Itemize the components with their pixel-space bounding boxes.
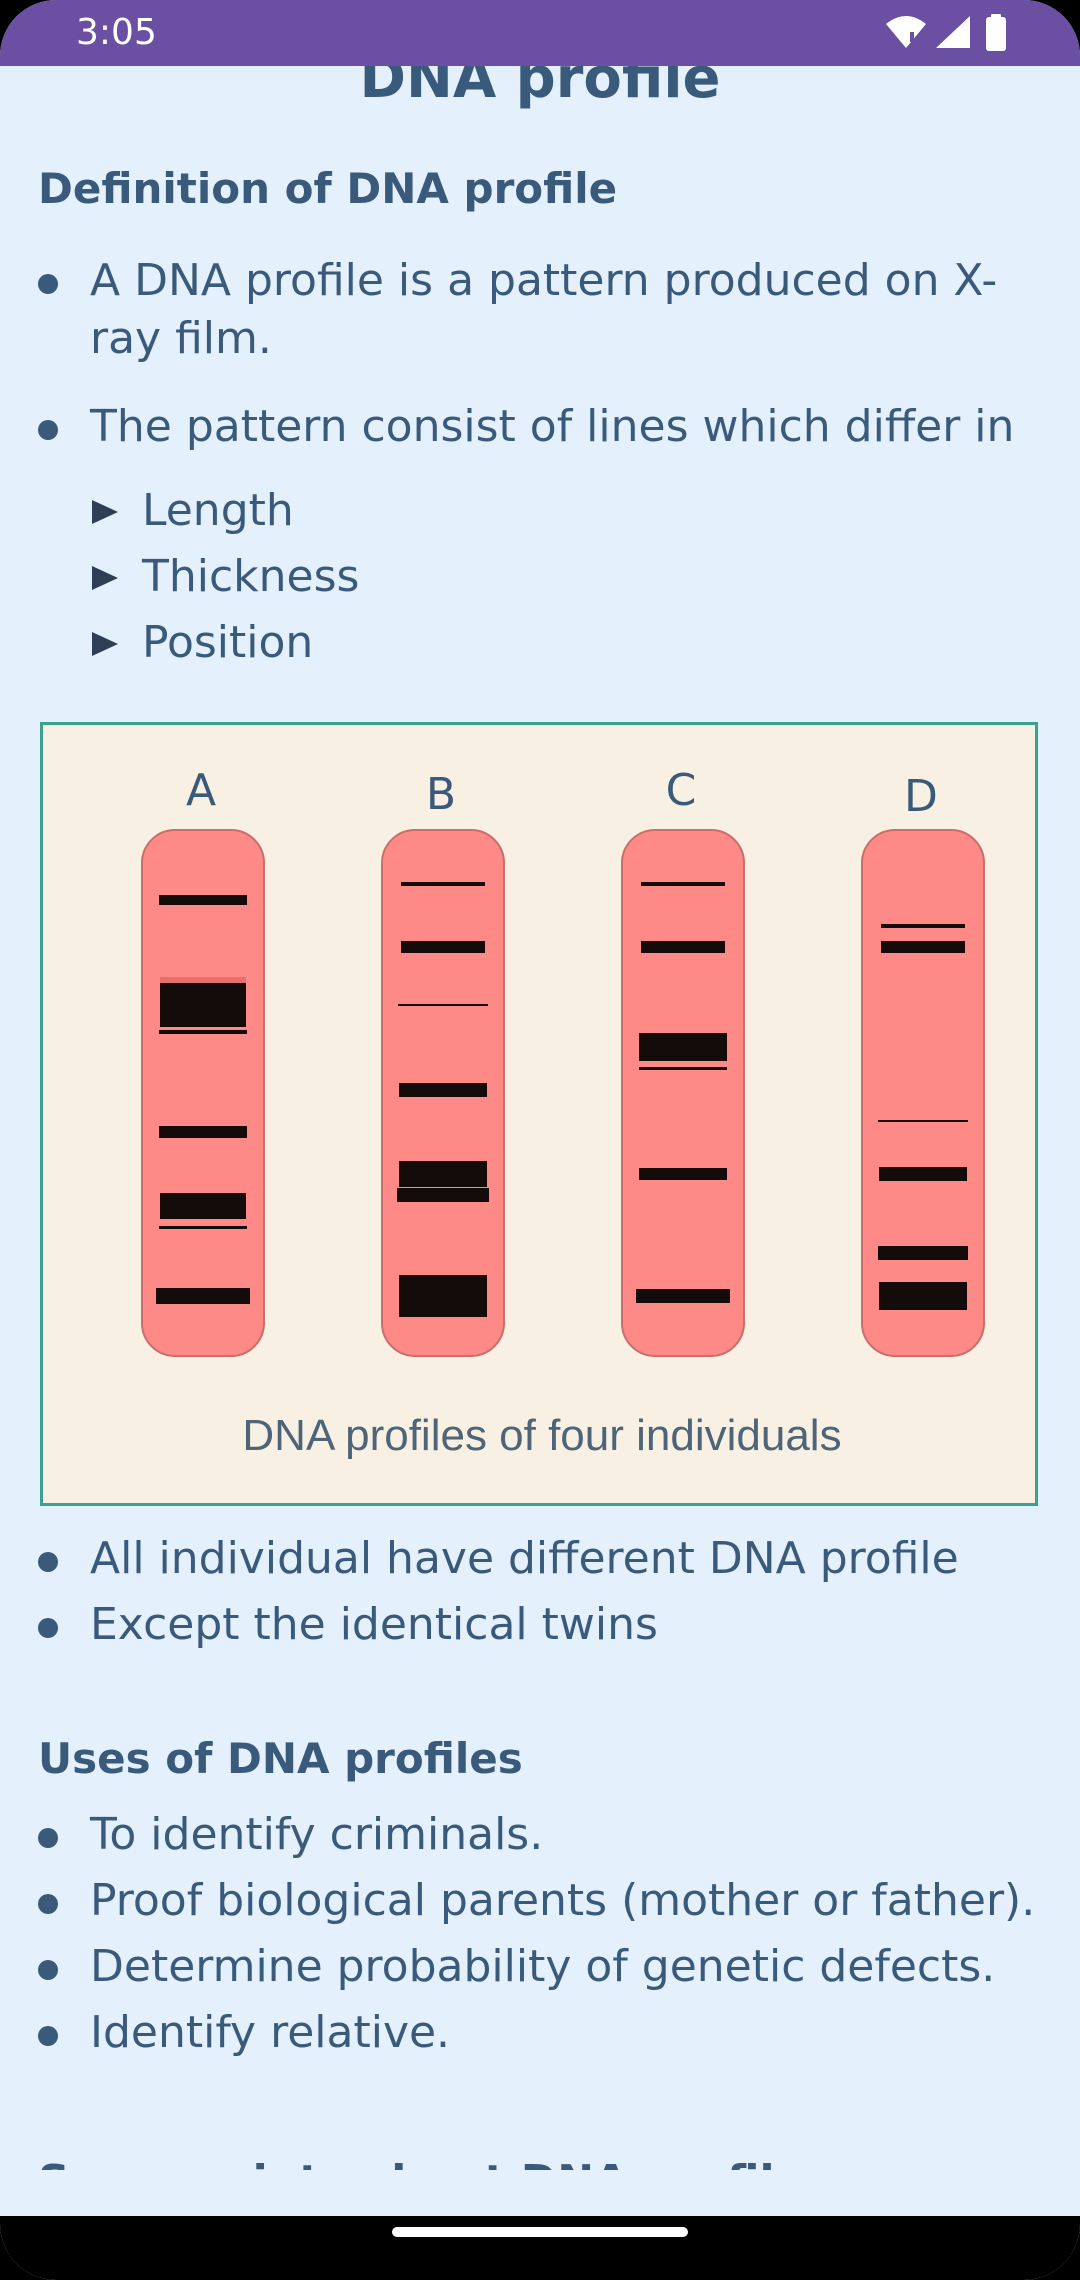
dna-band bbox=[636, 1288, 730, 1303]
home-handle[interactable] bbox=[392, 2227, 688, 2237]
bullet-text: To identify criminals. bbox=[90, 1809, 544, 1860]
bullet-dot bbox=[38, 420, 58, 440]
bullet-text: Determine probability of genetic defects… bbox=[90, 1941, 996, 1992]
bullet-dot bbox=[38, 274, 58, 294]
dna-band bbox=[159, 1029, 247, 1034]
bullet-text: Except the identical twins bbox=[90, 1599, 658, 1650]
dna-band bbox=[156, 1287, 250, 1304]
uses-bullet: Identify relative. bbox=[38, 2004, 1078, 2062]
dna-lane-a bbox=[141, 829, 265, 1357]
dna-band bbox=[160, 1192, 246, 1219]
bullet-dot bbox=[38, 2026, 58, 2046]
sub-item: Thickness bbox=[92, 548, 359, 606]
dna-band bbox=[160, 983, 246, 1028]
dna-band bbox=[881, 941, 965, 954]
dna-band bbox=[399, 1274, 487, 1317]
signal-icon bbox=[936, 16, 970, 48]
definition-bullet: A DNA profile is a pattern produced on X… bbox=[38, 252, 1038, 368]
status-time: 3:05 bbox=[76, 12, 157, 53]
uses-bullet: Proof biological parents (mother or fath… bbox=[38, 1872, 1078, 1930]
lane-label-a: A bbox=[185, 765, 217, 816]
lane-label-b: B bbox=[425, 769, 457, 820]
bullet-dot bbox=[38, 1960, 58, 1980]
dna-band bbox=[399, 1161, 487, 1188]
dna-band bbox=[641, 881, 725, 886]
definition-heading: Definition of DNA profile bbox=[38, 164, 618, 213]
sub-item-text: Length bbox=[142, 485, 294, 536]
sub-item: Position bbox=[92, 614, 313, 672]
arrow-icon bbox=[92, 566, 118, 590]
dna-band bbox=[397, 1188, 489, 1203]
sub-item-text: Thickness bbox=[142, 551, 360, 602]
profile-bullet: All individual have different DNA profil… bbox=[38, 1530, 1078, 1588]
definition-bullet: The pattern consist of lines which diffe… bbox=[38, 398, 1078, 456]
dna-band bbox=[159, 1225, 247, 1229]
navigation-bar bbox=[0, 2216, 1080, 2280]
dna-band bbox=[878, 1246, 968, 1261]
dna-band bbox=[878, 1120, 968, 1123]
dna-lane-c bbox=[621, 829, 745, 1357]
dna-band bbox=[639, 1067, 727, 1071]
bullet-text: The pattern consist of lines which diffe… bbox=[90, 401, 1015, 452]
lane-label-d: D bbox=[904, 771, 938, 822]
dna-lane-d bbox=[861, 829, 985, 1357]
bullet-text: Identify relative. bbox=[90, 2007, 451, 2058]
dna-lane-b bbox=[381, 829, 505, 1357]
dna-band bbox=[159, 894, 247, 905]
dna-band bbox=[879, 1167, 967, 1182]
dna-band bbox=[159, 1125, 247, 1138]
sub-item: Length bbox=[92, 482, 294, 540]
battery-icon bbox=[986, 14, 1006, 51]
uses-bullet: Determine probability of genetic defects… bbox=[38, 1938, 1078, 1996]
bullet-dot bbox=[38, 1894, 58, 1914]
bullet-text: All individual have different DNA profil… bbox=[90, 1533, 959, 1584]
bullet-dot bbox=[38, 1828, 58, 1848]
uses-bullet: To identify criminals. bbox=[38, 1806, 1078, 1864]
wifi-icon bbox=[886, 16, 926, 48]
dna-band bbox=[639, 1168, 727, 1181]
status-bar: 3:05 bbox=[0, 0, 1080, 66]
points-heading: Some points about DNA profiles bbox=[38, 2156, 831, 2170]
dna-band bbox=[639, 1033, 727, 1062]
content-scroll[interactable]: DNA profile Definition of DNA profile A … bbox=[0, 66, 1080, 2170]
dna-band bbox=[881, 924, 965, 929]
bullet-text: A DNA profile is a pattern produced on X… bbox=[90, 255, 998, 364]
bullet-dot bbox=[38, 1552, 58, 1572]
figure-caption: DNA profiles of four individuals bbox=[242, 1411, 842, 1460]
lane-label-c: C bbox=[665, 765, 697, 816]
bullet-text: Proof biological parents (mother or fath… bbox=[90, 1875, 1036, 1926]
dna-band bbox=[399, 1082, 487, 1097]
dna-band bbox=[879, 1281, 967, 1310]
arrow-icon bbox=[92, 500, 118, 524]
page-title: DNA profile bbox=[359, 66, 721, 111]
dna-band bbox=[401, 881, 485, 886]
dna-band bbox=[641, 941, 725, 954]
dna-band bbox=[401, 941, 485, 954]
bullet-dot bbox=[38, 1618, 58, 1638]
uses-heading: Uses of DNA profiles bbox=[38, 1734, 523, 1783]
arrow-icon bbox=[92, 632, 118, 656]
dna-band bbox=[398, 1004, 488, 1007]
dna-profile-figure: A B C D DNA profiles of four individuals bbox=[40, 722, 1038, 1506]
profile-bullet: Except the identical twins bbox=[38, 1596, 1078, 1654]
sub-item-text: Position bbox=[142, 617, 314, 668]
